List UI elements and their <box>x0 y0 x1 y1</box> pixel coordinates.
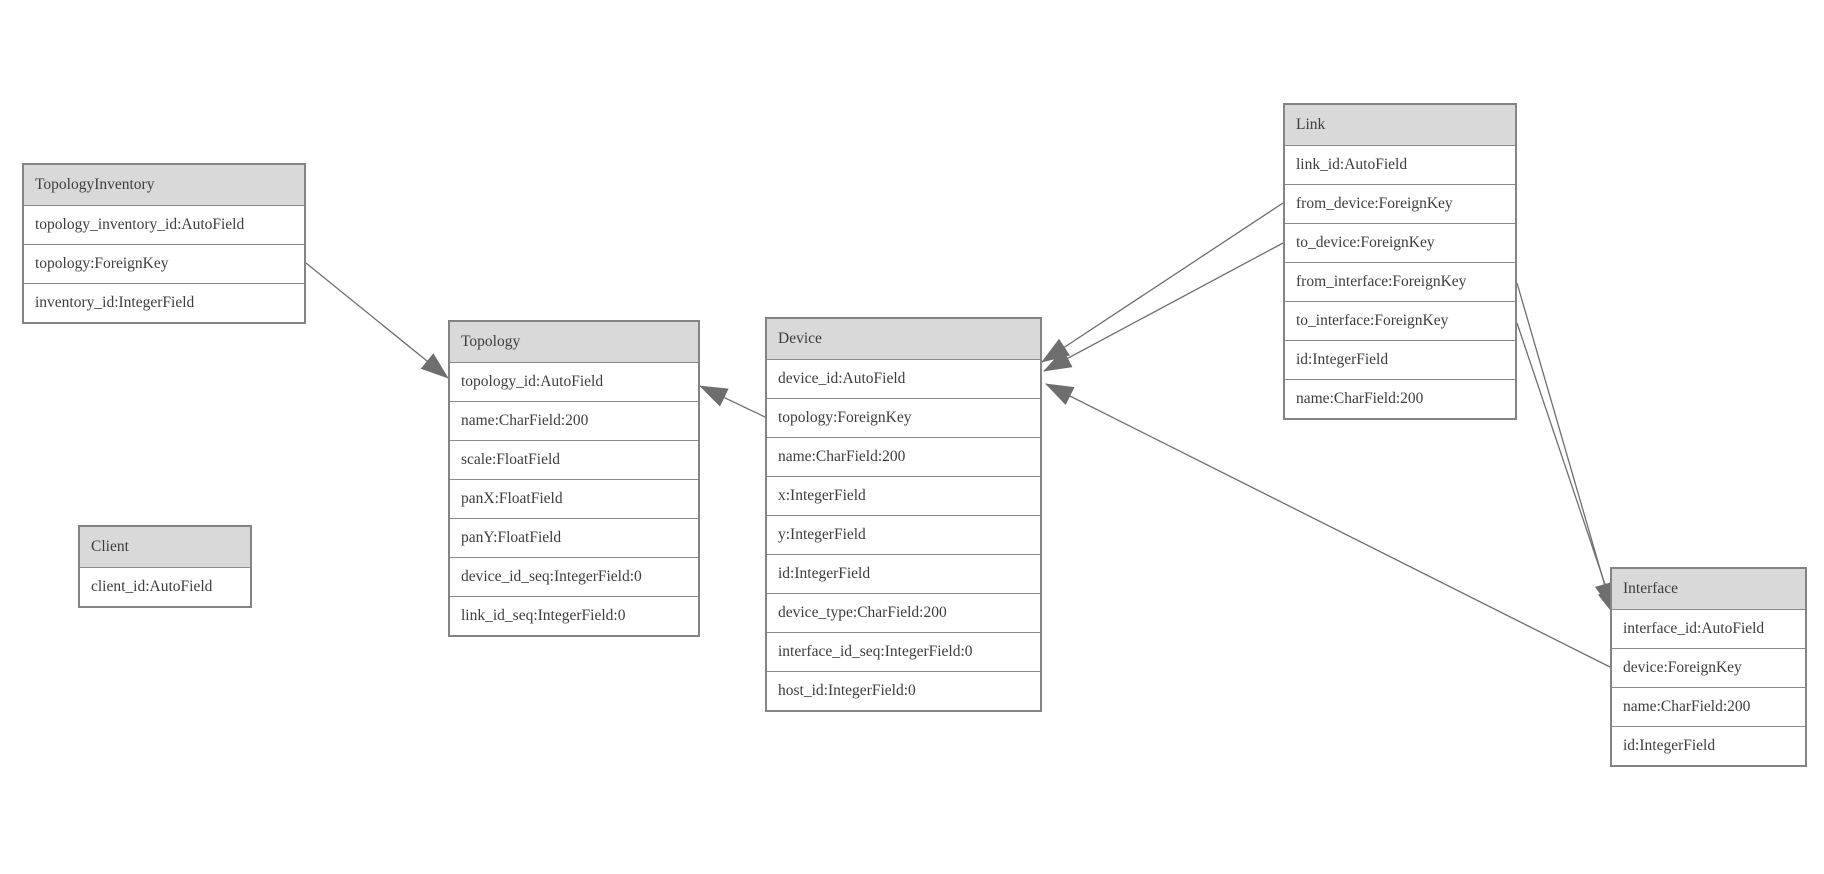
entity-title: Device <box>767 319 1040 360</box>
relation-line-link-to-device <box>1043 242 1284 372</box>
relation-line-link-from-device <box>1041 202 1284 363</box>
entity-client: Client client_id:AutoField <box>78 525 252 608</box>
field-row: link_id:AutoField <box>1285 146 1515 184</box>
field-row: name:CharField:200 <box>767 437 1040 476</box>
field-row: id:IntegerField <box>1285 340 1515 379</box>
field-row: panY:FloatField <box>450 518 698 557</box>
field-row: host_id:IntegerField:0 <box>767 671 1040 710</box>
field-row: to_interface:ForeignKey <box>1285 301 1515 340</box>
field-row: id:IntegerField <box>1612 726 1805 765</box>
entity-title: Topology <box>450 322 698 363</box>
field-row: inventory_id:IntegerField <box>24 283 304 322</box>
field-row: from_interface:ForeignKey <box>1285 262 1515 301</box>
field-row: topology_inventory_id:AutoField <box>24 206 304 244</box>
field-row: x:IntegerField <box>767 476 1040 515</box>
entity-title: Client <box>80 527 250 568</box>
entity-topology-inventory: TopologyInventory topology_inventory_id:… <box>22 163 306 324</box>
entity-device: Device device_id:AutoField topology:Fore… <box>765 317 1042 712</box>
field-row: topology_id:AutoField <box>450 363 698 401</box>
field-row: to_device:ForeignKey <box>1285 223 1515 262</box>
field-row: device_id:AutoField <box>767 360 1040 398</box>
field-row: device_id_seq:IntegerField:0 <box>450 557 698 596</box>
entity-topology: Topology topology_id:AutoField name:Char… <box>448 320 700 637</box>
relation-line-interface-device <box>1045 383 1611 668</box>
field-row: from_device:ForeignKey <box>1285 184 1515 223</box>
field-row: y:IntegerField <box>767 515 1040 554</box>
field-row: client_id:AutoField <box>80 568 250 606</box>
entity-title: TopologyInventory <box>24 165 304 206</box>
field-row: name:CharField:200 <box>1612 687 1805 726</box>
field-row: interface_id:AutoField <box>1612 610 1805 648</box>
relation-line-link-from-interface <box>1516 282 1615 611</box>
field-row: device:ForeignKey <box>1612 648 1805 687</box>
relation-line-device-topology <box>699 385 766 418</box>
field-row: name:CharField:200 <box>1285 379 1515 418</box>
field-row: interface_id_seq:IntegerField:0 <box>767 632 1040 671</box>
field-row: scale:FloatField <box>450 440 698 479</box>
field-row: name:CharField:200 <box>450 401 698 440</box>
entity-title: Link <box>1285 105 1515 146</box>
entity-link: Link link_id:AutoField from_device:Forei… <box>1283 103 1517 420</box>
field-row: topology:ForeignKey <box>767 398 1040 437</box>
relation-line-topologyinventory-topology <box>305 262 449 379</box>
field-row: panX:FloatField <box>450 479 698 518</box>
entity-title: Interface <box>1612 569 1805 610</box>
field-row: id:IntegerField <box>767 554 1040 593</box>
field-row: device_type:CharField:200 <box>767 593 1040 632</box>
field-row: topology:ForeignKey <box>24 244 304 283</box>
field-row: link_id_seq:IntegerField:0 <box>450 596 698 635</box>
relation-line-link-to-interface <box>1516 322 1617 618</box>
entity-interface: Interface interface_id:AutoField device:… <box>1610 567 1807 767</box>
